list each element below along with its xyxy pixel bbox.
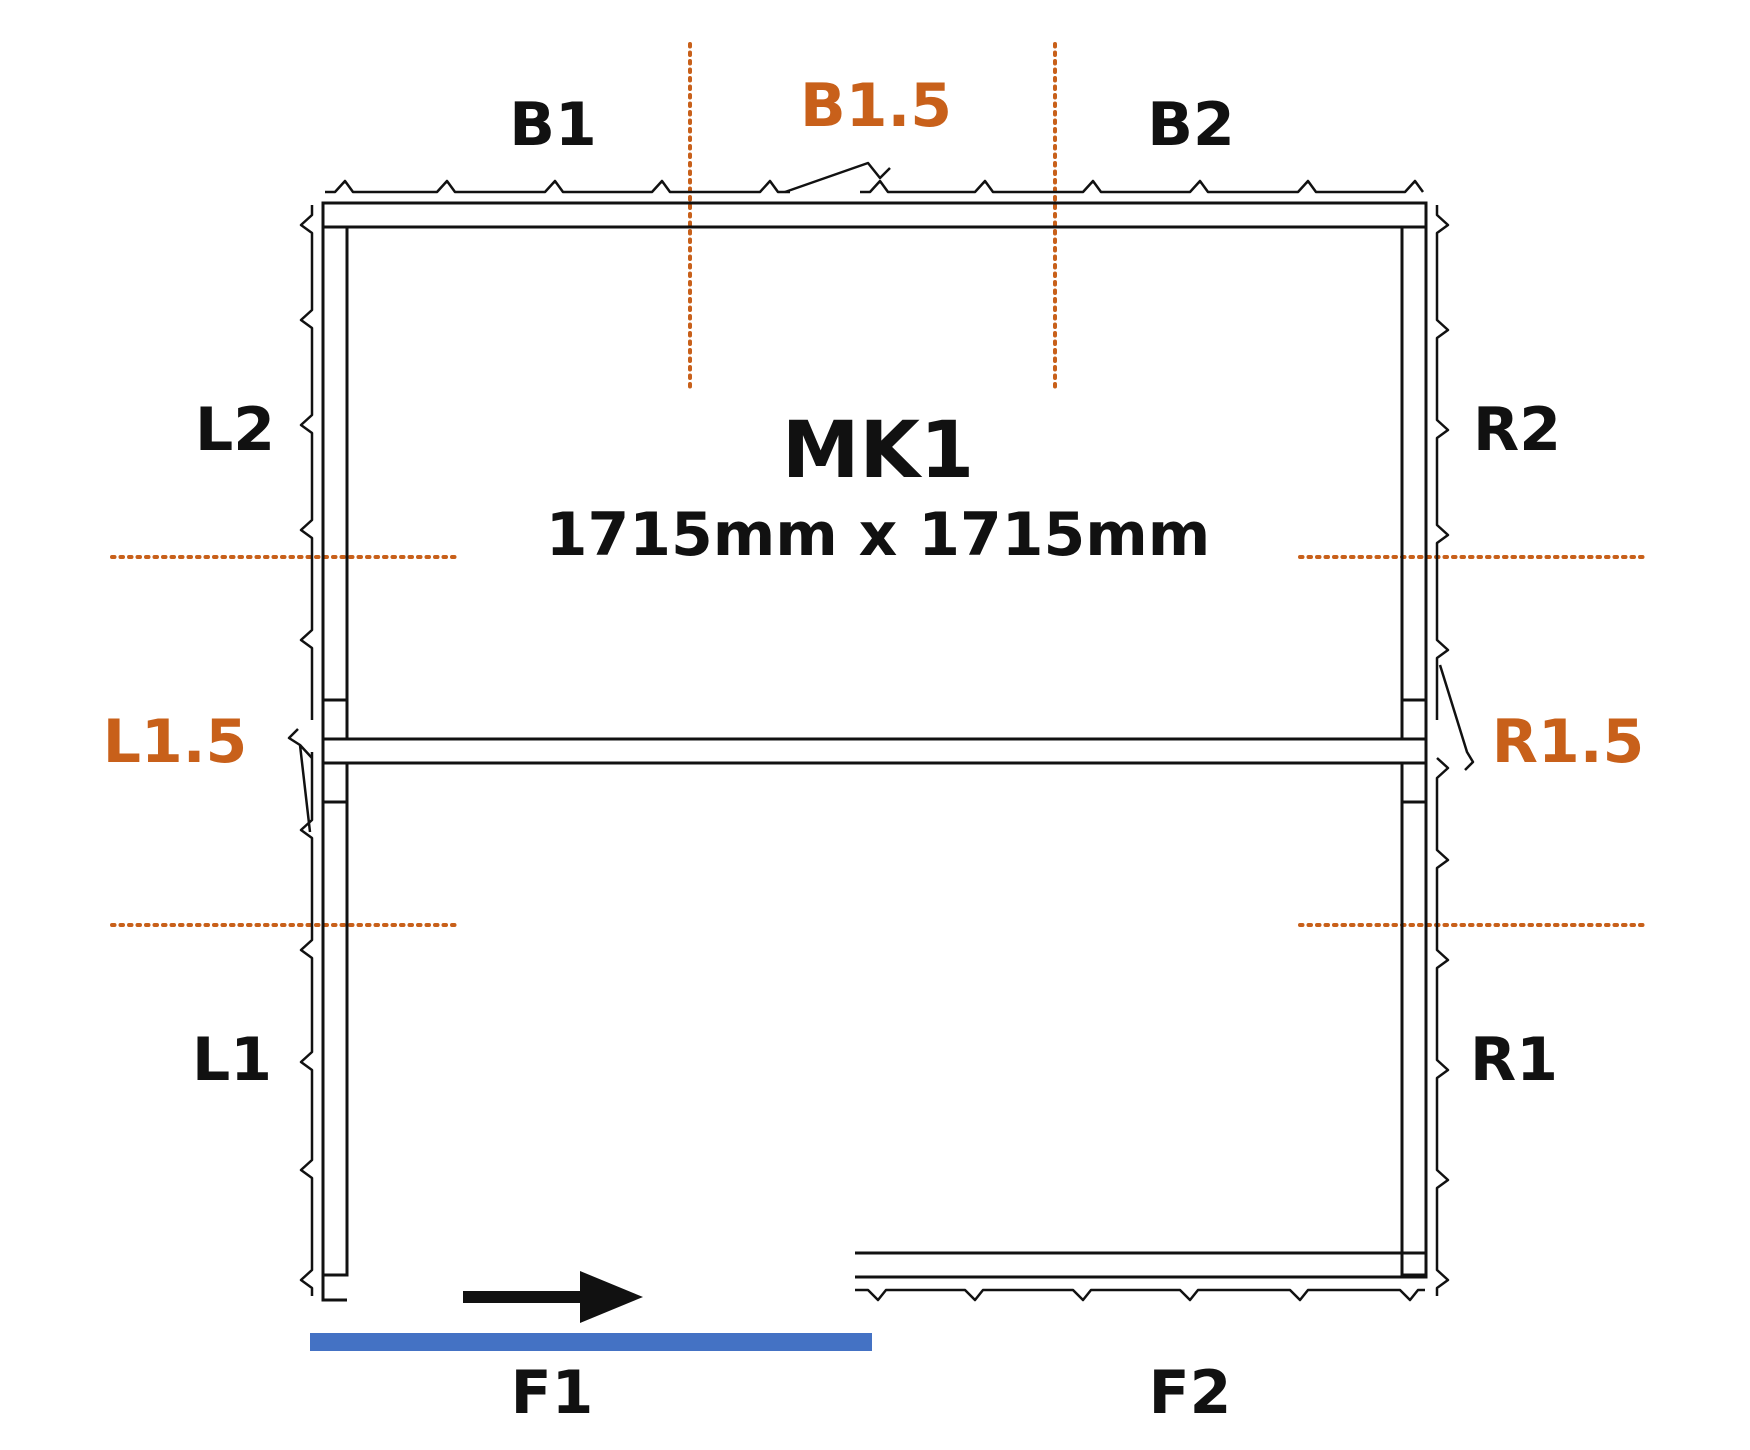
- panel-label-f1: F1: [511, 1358, 594, 1428]
- arrow-right-icon: [463, 1271, 643, 1323]
- labels: MK1 1715mm x 1715mm B1 B1.5 B2 L2 L1.5 L…: [103, 71, 1645, 1428]
- panel-label-l1: L1: [192, 1025, 272, 1095]
- back-mid-leader: [784, 161, 891, 194]
- front-wall-right: [855, 1251, 1428, 1279]
- left-wall-upper: [321, 225, 349, 741]
- left-wavy-edge: [299, 205, 314, 1296]
- panel-label-f2: F2: [1149, 1358, 1232, 1428]
- room-title: MK1: [782, 406, 974, 496]
- panel-label-b2: B2: [1147, 90, 1234, 160]
- panel-label-r1-5: R1.5: [1492, 707, 1645, 777]
- front-opening-bar: [310, 1333, 872, 1351]
- panel-label-r1: R1: [1470, 1025, 1558, 1095]
- panel-label-l2: L2: [195, 395, 275, 465]
- panel-label-b1: B1: [509, 90, 596, 160]
- middle-divider: [321, 737, 1428, 765]
- right-wall-lower: [1400, 761, 1428, 1277]
- walls: [321, 201, 1428, 1302]
- cut-lines: [110, 42, 1647, 927]
- panel-label-b1-5: B1.5: [800, 71, 952, 141]
- panel-label-l1-5: L1.5: [103, 707, 248, 777]
- left-mid-leader: [287, 728, 313, 833]
- panel-label-r2: R2: [1473, 395, 1561, 465]
- back-wall: [321, 201, 1428, 229]
- right-wavy-edge: [1435, 205, 1450, 1296]
- front-left-stub: [321, 1275, 347, 1302]
- back-wavy-edge: [325, 179, 1425, 194]
- left-wall-lower: [321, 761, 349, 1277]
- right-mid-leader: [1438, 664, 1475, 771]
- wavy-edges: [287, 161, 1475, 1302]
- room-dimensions: 1715mm x 1715mm: [546, 500, 1211, 570]
- front-wavy-edge: [855, 1288, 1425, 1302]
- right-wall-upper: [1400, 225, 1428, 741]
